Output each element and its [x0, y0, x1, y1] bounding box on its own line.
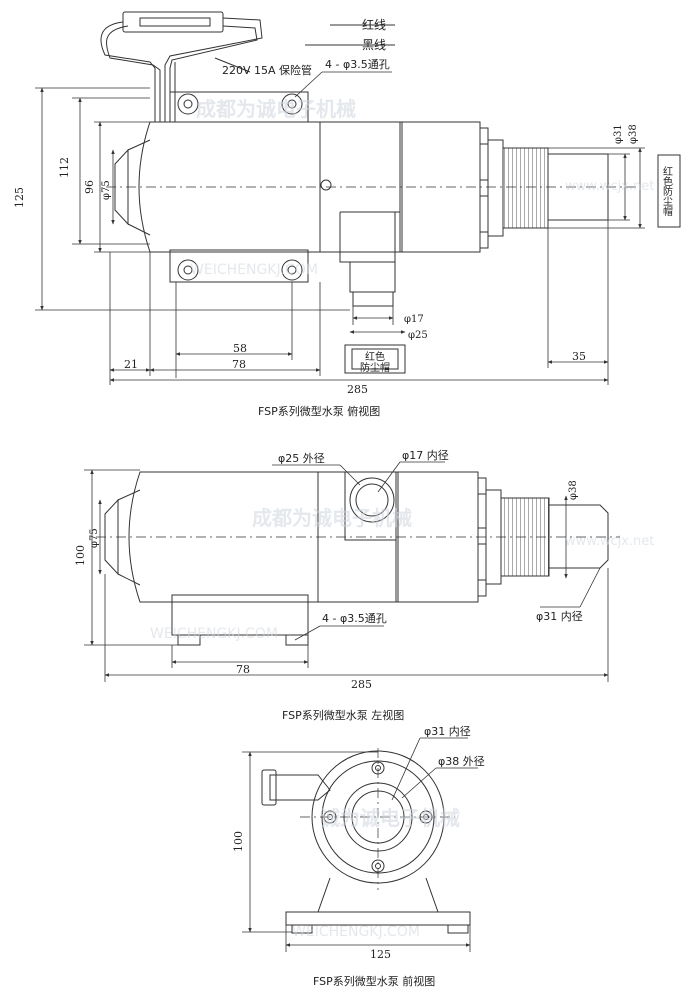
- dust-cap-side-label: 红色防尘帽: [661, 165, 673, 217]
- inner-31-label: φ31 内径: [424, 724, 471, 738]
- inner-31-label: φ31 内径: [536, 609, 583, 623]
- threaded-inlet: [502, 147, 549, 229]
- dim-285: 285: [347, 383, 368, 396]
- mounting-plate: [171, 594, 309, 636]
- inner-17-label: φ17 内径: [402, 448, 449, 462]
- dust-cap-side: [657, 154, 681, 228]
- dim-100: 100: [74, 545, 87, 566]
- left-view-labels: φ25 外径 φ17 内径 φ31 内径 4 - φ3.5通孔 100 φ75 …: [74, 448, 654, 722]
- watermark: WEICHENGKJ.COM: [292, 924, 420, 940]
- dim-phi25: φ25: [408, 330, 428, 341]
- dim-phi17: φ17: [404, 314, 424, 325]
- dim-21: 21: [124, 358, 138, 371]
- fuse-label: 220V 15A 保险管: [222, 63, 312, 77]
- front-view-title: FSP系列微型水泵 前视图: [313, 974, 435, 988]
- dust-cap-bottom-label-2: 防尘帽: [360, 361, 390, 374]
- dim-35: 35: [572, 350, 586, 363]
- watermark: 成都为诚电子机械: [196, 97, 356, 121]
- watermark: www.wcjx.net: [565, 534, 654, 549]
- motor-body: [128, 471, 319, 603]
- dim-phi38: φ38: [568, 480, 579, 500]
- dim-96: 96: [83, 180, 96, 194]
- front-view: [242, 737, 478, 952]
- outlet-fitting: [349, 262, 396, 293]
- dim-100: 100: [232, 831, 245, 852]
- holes-label: 4 - φ3.5通孔: [322, 612, 387, 625]
- mounting-plate-bottom: [169, 249, 309, 283]
- wire-red-label: 红线: [362, 17, 386, 32]
- holes-label: 4 - φ3.5通孔: [325, 58, 390, 71]
- watermark: 诚为诚电子机械: [320, 806, 460, 830]
- watermark: WEICHENGKJ.COM: [190, 262, 318, 278]
- bolt-hole: [177, 259, 199, 281]
- outer-25-label: φ25 外径: [278, 452, 325, 465]
- left-view-title: FSP系列微型水泵 左视图: [282, 708, 404, 722]
- dim-285: 285: [351, 678, 372, 691]
- watermark: 成都为诚电子机械: [252, 506, 412, 530]
- motor-body: [138, 121, 321, 253]
- top-view: [35, 11, 681, 385]
- dim-112: 112: [58, 157, 71, 178]
- outlet-port: [349, 477, 395, 523]
- wire-black-label: 黑线: [362, 38, 386, 52]
- watermark: WEICHENGKJ.COM: [150, 626, 278, 642]
- front-view-labels: φ31 内径 φ38 外径 100 125 FSP系列微型水泵 前视图 诚为诚电…: [232, 724, 485, 988]
- bolt-hole: [177, 93, 199, 115]
- dim-phi31: φ31: [613, 124, 624, 144]
- front-dimensions: [242, 737, 478, 952]
- left-dimensions: [84, 461, 609, 682]
- wire-harness: [100, 11, 395, 122]
- dust-cap-bottom: [344, 344, 406, 374]
- bolt-hole: [281, 259, 303, 281]
- top-view-labels: 红线 黑线 220V 15A 保险管 4 - φ3.5通孔 125 112 96…: [13, 17, 673, 418]
- outer-38-label: φ38 外径: [438, 755, 485, 768]
- dim-phi38: φ38: [628, 124, 639, 144]
- dim-78: 78: [236, 663, 250, 676]
- bolt-hole: [281, 93, 303, 115]
- dim-125: 125: [13, 187, 26, 208]
- top-view-title: FSP系列微型水泵 俯视图: [258, 404, 380, 418]
- watermark: www.wcjx.net: [565, 179, 654, 194]
- dust-cap-bottom-label-1: 红色: [365, 350, 385, 363]
- dim-125: 125: [370, 948, 391, 961]
- dim-phi75: φ75: [89, 528, 100, 548]
- left-view: [84, 461, 620, 682]
- dim-78: 78: [232, 358, 246, 371]
- top-dimensions: [35, 71, 645, 385]
- dim-58: 58: [233, 342, 247, 355]
- dim-phi75: φ75: [101, 180, 112, 200]
- outlet-pipe: [269, 774, 331, 801]
